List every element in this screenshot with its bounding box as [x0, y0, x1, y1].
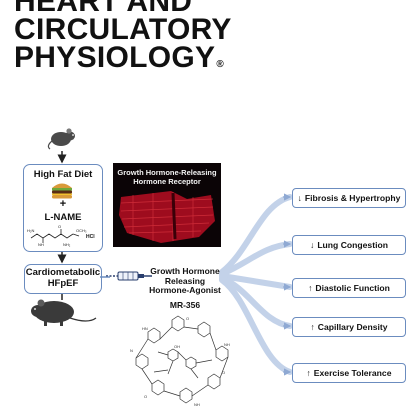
receptor-title: Growth Hormone-Releasing Hormone Recepto… — [113, 168, 221, 186]
hcl-label: HCl — [86, 234, 95, 240]
svg-text:NH: NH — [38, 242, 44, 247]
outcome-exercise-tolerance: ↑Exercise Tolerance — [292, 363, 406, 383]
receptor-image: Growth Hormone-Releasing Hormone Recepto… — [113, 163, 221, 247]
svg-text:O: O — [186, 316, 189, 321]
svg-text:N: N — [130, 348, 133, 353]
syringe-icon — [106, 271, 152, 281]
plus-sign: + — [59, 198, 67, 210]
svg-text:HN: HN — [142, 326, 148, 331]
burger-icon — [52, 183, 72, 199]
treatment-label-line1: Growth Hormone — [150, 266, 220, 276]
arrow-up-icon: ↑ — [310, 322, 315, 332]
arrow-down-icon: ↓ — [310, 240, 315, 250]
diet-label: High Fat Diet — [33, 169, 93, 180]
fan-line-1 — [219, 194, 293, 275]
svg-text:H₂N: H₂N — [27, 228, 34, 233]
fan-line-5 — [219, 277, 293, 375]
fan-line-4 — [219, 275, 293, 329]
svg-text:NH: NH — [224, 342, 230, 347]
journal-title: HEART AND CIRCULATORY PHYSIOLOGY® — [14, 0, 334, 79]
outcome-label: Lung Congestion — [317, 240, 388, 250]
heart-tissue-icon — [119, 191, 215, 243]
model-to-syringe-line — [100, 276, 110, 278]
svg-text:O: O — [222, 370, 225, 375]
journal-title-line1: HEART AND — [14, 0, 193, 18]
outcome-diastolic-function: ↑Diastolic Function — [292, 278, 406, 298]
arrow-up-icon: ↑ — [308, 283, 313, 293]
svg-text:O: O — [144, 394, 147, 399]
compound-label: MR-356 — [169, 300, 201, 310]
outcome-label: Capillary Density — [317, 322, 388, 332]
journal-title-line3-text: PHYSIOLOGY — [14, 41, 216, 74]
fan-line-2 — [219, 241, 293, 277]
fan-line-3 — [219, 273, 293, 290]
treatment-label: Growth Hormone Releasing Hormone-Agonist — [145, 266, 225, 296]
registered-mark: ® — [216, 59, 225, 70]
outcome-label: Fibrosis & Hypertrophy — [304, 193, 401, 203]
outcome-fibrosis: ↓Fibrosis & Hypertrophy — [292, 188, 406, 208]
l-name-structure-icon: H₂N NH O NH₂ OCH₃ — [27, 224, 87, 247]
outcome-label: Exercise Tolerance — [313, 368, 392, 378]
svg-text:NH₂: NH₂ — [63, 242, 71, 247]
journal-title-line2: CIRCULATORY — [14, 13, 232, 46]
svg-text:NH: NH — [194, 402, 200, 407]
receptor-title-line1: Growth Hormone-Releasing — [117, 168, 217, 177]
svg-text:OH: OH — [174, 344, 180, 349]
treatment-label-line2: Releasing — [164, 275, 206, 286]
journal-title-line3: PHYSIOLOGY® — [14, 41, 334, 79]
svg-text:OCH₃: OCH₃ — [76, 228, 87, 233]
outcome-label: Diastolic Function — [315, 283, 390, 293]
model-label-line1: Cardiometabolic — [25, 267, 101, 278]
outcome-capillary-density: ↑Capillary Density — [292, 317, 406, 337]
treatment-label-line3: Hormone-Agonist — [149, 285, 221, 295]
outcome-lung-congestion: ↓Lung Congestion — [292, 235, 406, 255]
mouse-icon — [47, 128, 75, 150]
arrow-up-icon: ↑ — [306, 368, 311, 378]
drug-label: L-NAME — [44, 212, 82, 223]
svg-text:O: O — [58, 224, 61, 229]
diet-box — [23, 164, 103, 252]
molecule-icon: HN O NH O NH O N OH — [130, 315, 230, 407]
model-box — [24, 264, 102, 294]
arrow-down-icon: ↓ — [297, 193, 302, 203]
model-label-line2: HFpEF — [47, 278, 79, 289]
receptor-title-line2: Hormone Receptor — [133, 177, 201, 186]
obese-mouse-icon — [31, 299, 97, 326]
